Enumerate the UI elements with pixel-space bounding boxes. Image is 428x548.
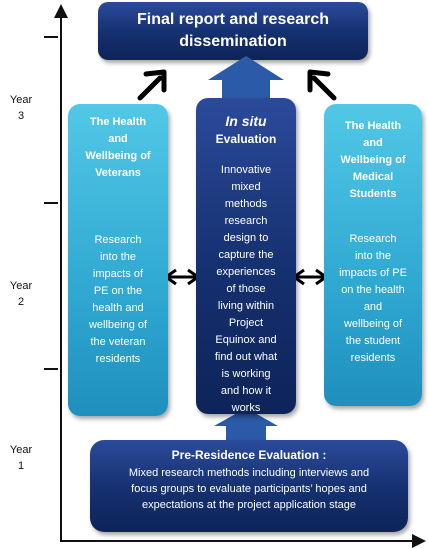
axis-tick — [44, 368, 58, 370]
final-report-line1: Final report and research — [136, 11, 330, 28]
veterans-body: Research into the impacts of PE on the h… — [88, 234, 148, 365]
axis-tick — [44, 36, 58, 38]
veterans-column: The Health and Wellbeing of Veterans Res… — [68, 104, 168, 416]
axis-up-arrow-icon — [54, 4, 68, 18]
block-arrow-up-top-icon — [208, 56, 284, 100]
veterans-title: The Health and Wellbeing of Veterans — [85, 116, 151, 179]
diagonal-arrow-left-icon — [137, 69, 167, 101]
horizontal-axis — [60, 540, 416, 542]
pre-residence-title: Pre-Residence Evaluation : — [171, 448, 327, 462]
in-situ-evaluation-column: In situ Evaluation Innovative mixed meth… — [196, 98, 296, 414]
in-situ-title: In situ Evaluation — [215, 113, 277, 146]
medical-students-body: Research into the impacts of PE on the h… — [339, 233, 407, 364]
final-report-box: Final report and research dissemination — [98, 2, 368, 60]
double-arrow-left-icon — [163, 268, 201, 286]
medical-students-column: The Health and Wellbeing of Medical Stud… — [324, 104, 422, 406]
pre-residence-body: Mixed research methods including intervi… — [128, 467, 370, 511]
axis-tick — [44, 202, 58, 204]
final-report-line2: dissemination — [179, 33, 287, 50]
medical-students-title: The Health and Wellbeing of Medical Stud… — [340, 120, 406, 200]
double-arrow-right-icon — [291, 268, 329, 286]
in-situ-body: Innovative mixed methods research design… — [214, 164, 278, 414]
diagonal-arrow-right-icon — [307, 69, 337, 101]
block-arrow-up-bottom-icon — [214, 408, 278, 442]
vertical-axis — [60, 14, 62, 542]
pre-residence-evaluation-box: Pre-Residence Evaluation : Mixed researc… — [90, 440, 408, 532]
axis-right-arrow-icon — [412, 534, 426, 548]
